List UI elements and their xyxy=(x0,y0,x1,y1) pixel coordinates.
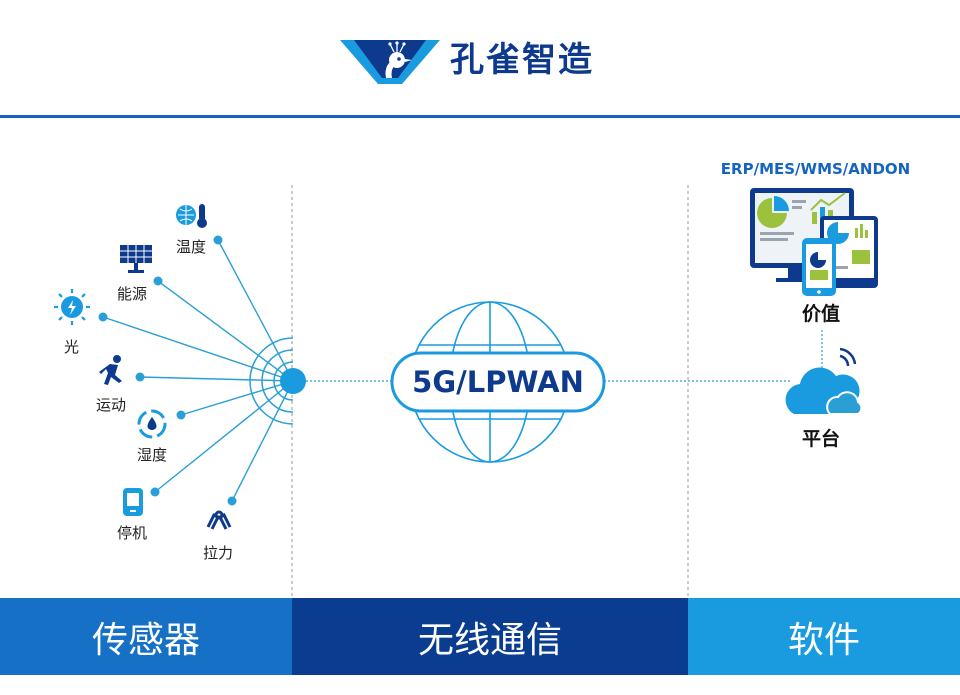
sensor-label-downtime: 停机 xyxy=(117,524,148,542)
sun-icon xyxy=(54,289,90,325)
platform-label: 平台 xyxy=(802,428,841,450)
footer-label-sensors: 传感器 xyxy=(91,619,200,661)
footer-label-software: 软件 xyxy=(787,619,860,661)
hub-node xyxy=(280,368,306,394)
footer-section-sensors: 传感器 xyxy=(0,598,292,675)
footer-label-wireless: 无线通信 xyxy=(417,619,562,661)
systems-label: ERP/MES/WMS/ANDON xyxy=(720,160,911,178)
network-label: 5G/LPWAN xyxy=(412,365,584,399)
solar-panel-icon xyxy=(120,245,152,273)
header-divider xyxy=(0,115,960,118)
iot-architecture-diagram xyxy=(54,185,878,598)
running-person-icon xyxy=(99,355,122,385)
sensor-label-light: 光 xyxy=(64,338,80,356)
sensor-label-energy: 能源 xyxy=(117,285,148,303)
sensor-label-motion: 运动 xyxy=(96,396,127,414)
footer-section-wireless: 无线通信 xyxy=(292,598,688,675)
sensor-label-temperature: 温度 xyxy=(176,238,207,256)
value-label: 价值 xyxy=(802,303,841,325)
cloud-signal-icon xyxy=(785,347,863,415)
hand-grip-icon xyxy=(206,510,232,530)
device-off-icon xyxy=(123,488,143,516)
globe-thermometer-icon xyxy=(176,204,207,228)
humidity-drop-icon xyxy=(137,409,167,439)
sensor-endpoints xyxy=(98,235,237,506)
brand-name: 孔雀智造 xyxy=(450,40,594,80)
dashboard-devices-icon xyxy=(750,188,878,296)
sensor-label-humidity: 湿度 xyxy=(137,446,168,464)
sensor-hub xyxy=(249,337,294,425)
footer-section-software: 软件 xyxy=(688,598,960,675)
network-badge xyxy=(390,351,606,413)
sensor-label-tension: 拉力 xyxy=(203,544,234,562)
peacock-logo-icon xyxy=(340,40,440,84)
